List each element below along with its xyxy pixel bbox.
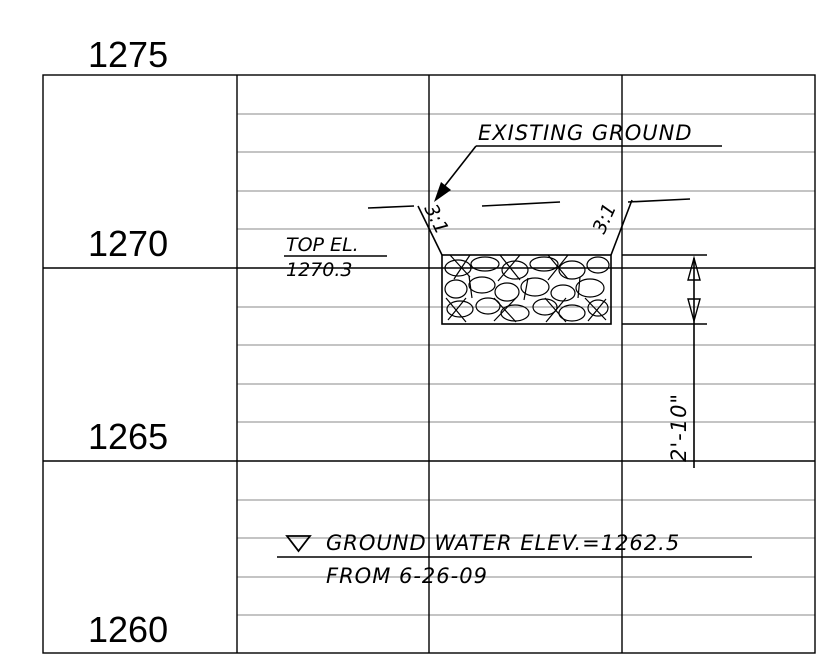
minor-grid <box>237 113 815 616</box>
elevation-label-1260: 1260 <box>88 609 168 650</box>
right-slope-label: 3:1 <box>588 200 621 237</box>
existing-ground-label: EXISTING GROUND <box>478 121 693 145</box>
elevation-label-1265: 1265 <box>88 416 168 457</box>
groundwater-symbol <box>285 535 312 553</box>
groundwater-date-label: FROM 6-26-09 <box>326 564 488 588</box>
top-elevation-label: TOP EL. <box>286 234 359 256</box>
existing-ground-line <box>367 198 691 209</box>
rock-fill-trench <box>441 254 612 325</box>
left-slope-label: 3:1 <box>420 201 453 238</box>
trench-depth-dimension <box>622 254 707 468</box>
dimension-label: 2'-10" <box>667 393 691 462</box>
left-side-slope <box>417 205 443 256</box>
groundwater-elevation-label: GROUND WATER ELEV.=1262.5 <box>326 531 680 555</box>
top-elevation-value: 1270.3 <box>286 259 352 281</box>
elevation-label-1270: 1270 <box>88 223 168 264</box>
leader-arrowhead <box>434 182 451 202</box>
elevation-label-1275: 1275 <box>88 34 168 75</box>
right-side-slope <box>610 199 633 256</box>
